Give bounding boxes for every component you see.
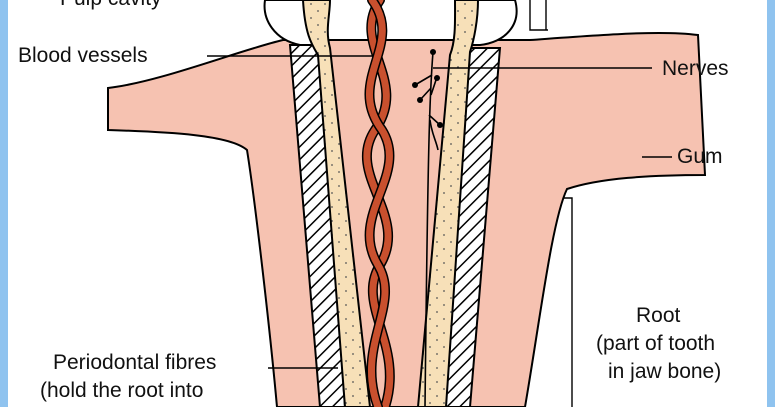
dentine-right <box>416 0 480 407</box>
label-root-detail-2: in jaw bone) <box>608 360 722 383</box>
bracket-root <box>563 197 573 407</box>
label-root-detail-1: (part of tooth <box>596 332 716 355</box>
dentine-left <box>301 0 372 407</box>
label-blood-vessels: Blood vessels <box>18 44 148 67</box>
label-root: Root <box>636 304 681 327</box>
bracket-pulp <box>529 0 548 31</box>
label-nerves: Nerves <box>662 57 729 80</box>
label-pulp-cavity: Pulp cavity <box>60 0 162 9</box>
label-gum: Gum <box>677 145 723 168</box>
label-periodontal-fibres: Periodontal fibres <box>53 351 217 374</box>
nerve-endings <box>412 49 443 128</box>
label-periodontal-detail: (hold the root into <box>40 379 204 402</box>
periodontal-left <box>288 44 347 407</box>
gum-shape <box>107 31 707 407</box>
